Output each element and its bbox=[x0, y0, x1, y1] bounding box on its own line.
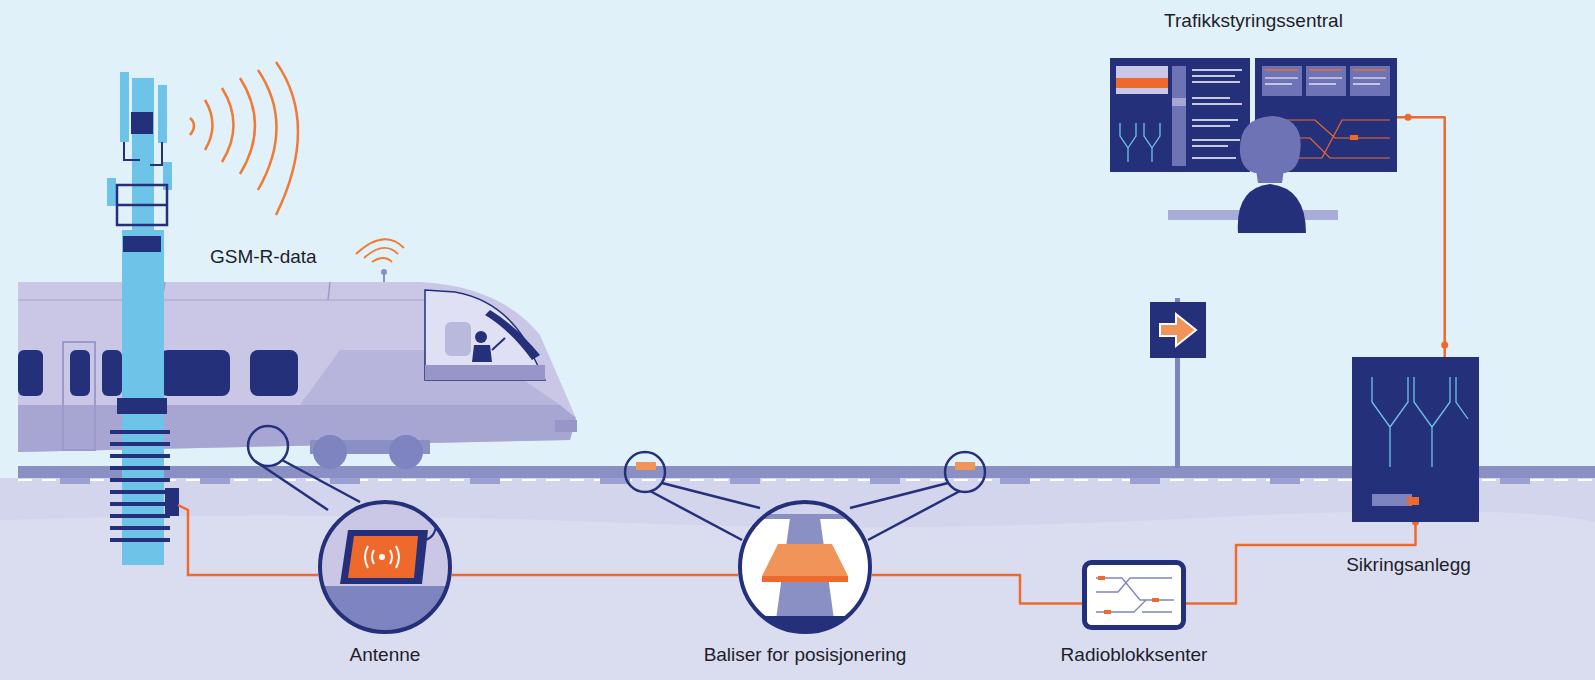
node-label: Baliser for posisjonering bbox=[704, 644, 907, 666]
node-label: Radioblokksenter bbox=[1061, 644, 1208, 666]
antenna-node: Antenne bbox=[318, 500, 452, 634]
cable-connector bbox=[1397, 117, 1445, 357]
screens-shape bbox=[1110, 58, 1397, 172]
balise-node: Baliser for posisjonering bbox=[738, 500, 872, 634]
cable-dot bbox=[1405, 114, 1412, 121]
rbc-shape bbox=[1082, 560, 1186, 630]
cable-connector bbox=[452, 574, 738, 577]
interlock-node: Sikringsanlegg bbox=[1352, 357, 1479, 522]
cable-dot bbox=[1441, 342, 1448, 349]
signal-label: GSM-R-data bbox=[210, 246, 317, 268]
cable-connector bbox=[872, 575, 1082, 603]
interlock-shape bbox=[1352, 357, 1479, 522]
node-label: Antenne bbox=[350, 644, 421, 666]
balise-shape bbox=[738, 500, 872, 634]
node-label: Sikringsanlegg bbox=[1346, 554, 1471, 576]
node-label: Trafikkstyringssentral bbox=[1164, 10, 1343, 32]
screens-node: Trafikkstyringssentral bbox=[1110, 58, 1397, 172]
antenna-shape bbox=[318, 500, 452, 634]
rbc-node: Radioblokksenter bbox=[1082, 560, 1186, 630]
